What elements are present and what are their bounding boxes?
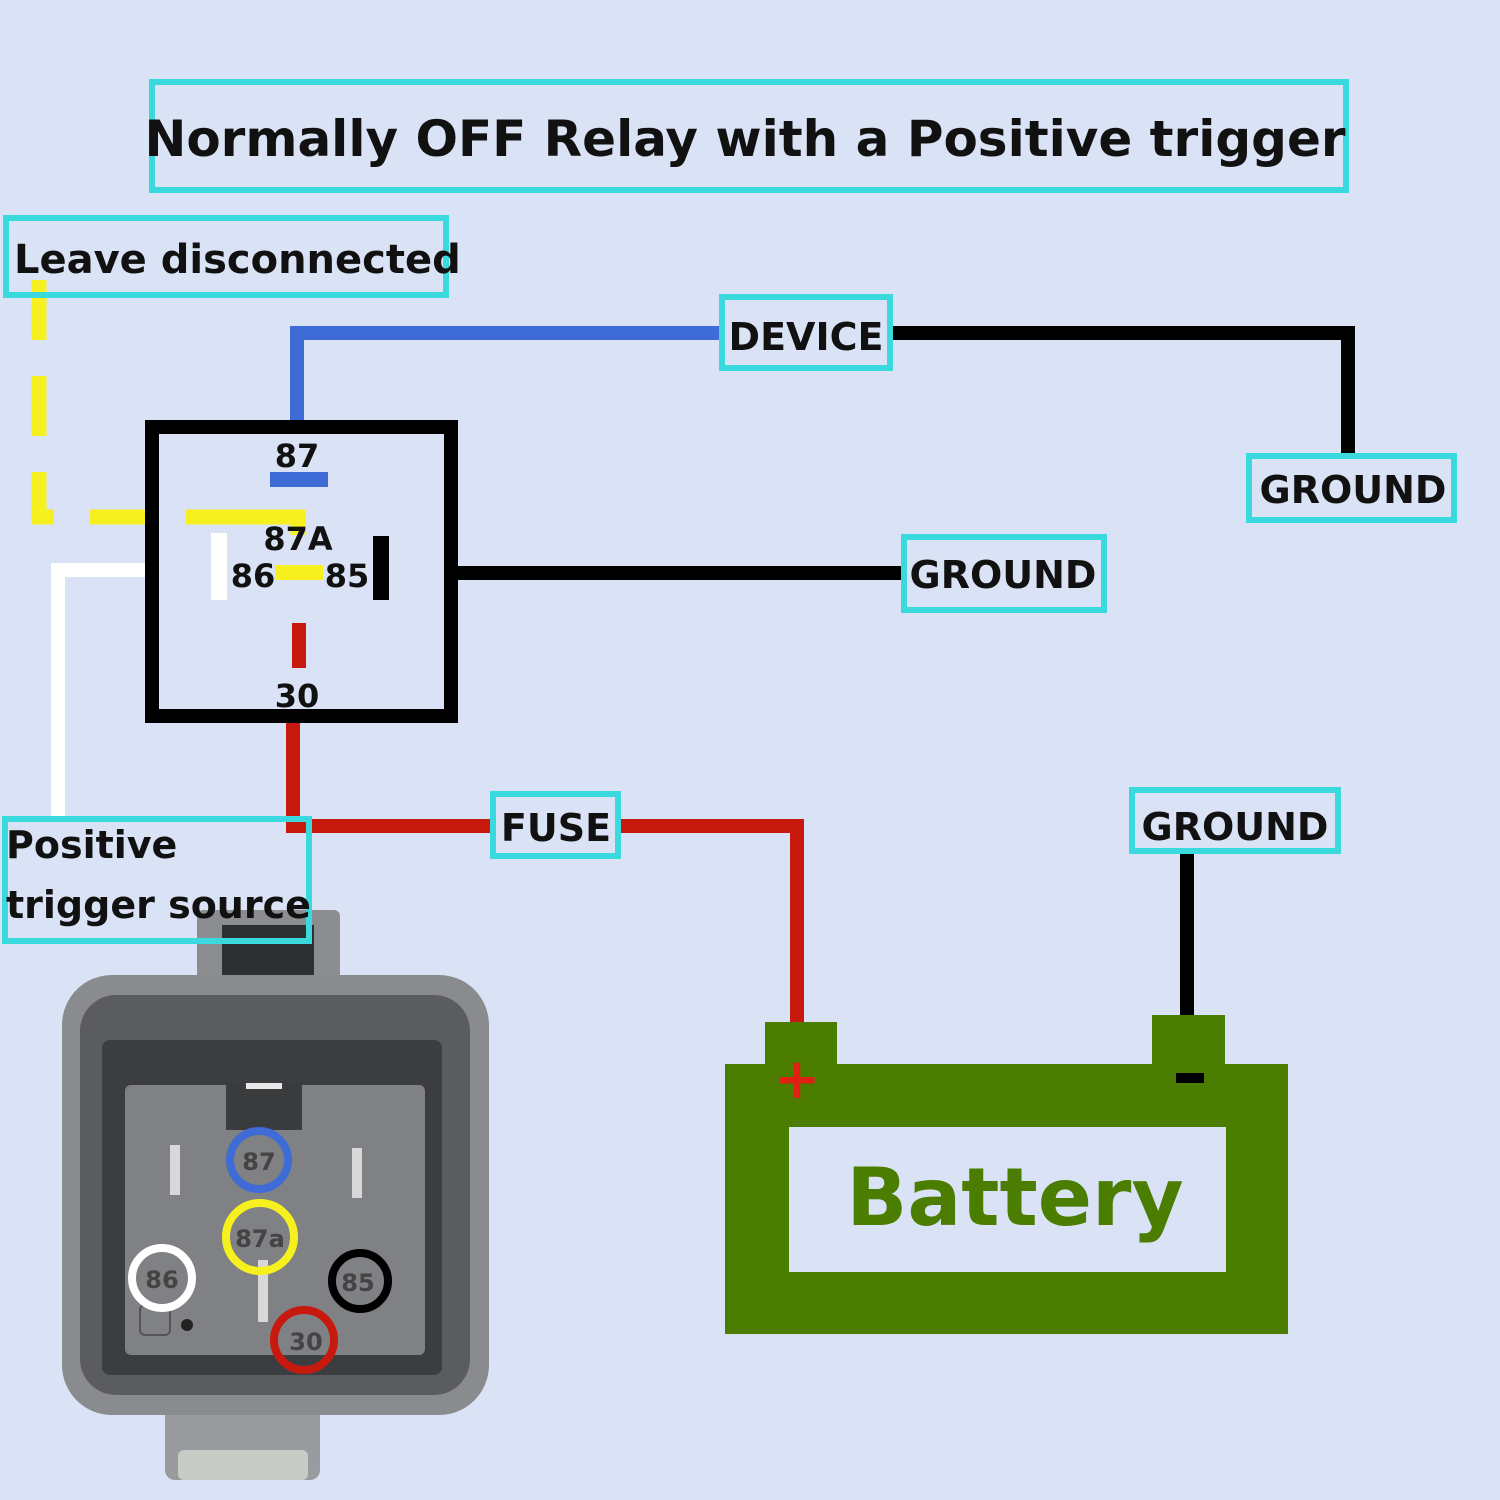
ground-top-box bbox=[1246, 453, 1457, 523]
ground-battery-label: GROUND bbox=[1142, 805, 1329, 849]
ground-middle-box bbox=[901, 534, 1107, 613]
coil-bar bbox=[275, 565, 323, 580]
pin-87-contact bbox=[270, 472, 328, 487]
fuse-label: FUSE bbox=[501, 806, 611, 850]
wire-86-to-trigger bbox=[51, 563, 148, 817]
pin-86-label: 86 bbox=[231, 557, 276, 595]
pin-85-label: 85 bbox=[325, 557, 370, 595]
photo-pin-85-marker bbox=[328, 1249, 392, 1313]
fuse-box bbox=[490, 791, 621, 859]
ground-battery-box bbox=[1129, 787, 1341, 854]
photo-pin-85-label: 85 bbox=[341, 1269, 374, 1297]
wire-fuse-to-battery bbox=[620, 819, 804, 1022]
wire-87-to-device bbox=[290, 326, 720, 420]
title-box bbox=[149, 79, 1349, 193]
photo-pin-86-marker bbox=[128, 1244, 196, 1312]
battery-label: Battery bbox=[846, 1151, 1183, 1244]
leave-disconnected-label: Leave disconnected bbox=[14, 237, 461, 283]
trigger-source-label-line2: trigger source bbox=[6, 883, 311, 927]
pin-86-contact bbox=[211, 533, 227, 600]
battery-symbol bbox=[725, 1015, 1288, 1334]
photo-pin-87-label: 87 bbox=[242, 1148, 275, 1176]
battery-negative-terminal bbox=[1152, 1015, 1225, 1068]
relay-photo bbox=[62, 910, 489, 1480]
relay-symbol bbox=[145, 420, 458, 723]
photo-pin-30-marker bbox=[270, 1306, 338, 1374]
photo-pin-87-marker bbox=[226, 1127, 292, 1193]
pin-30-label: 30 bbox=[275, 677, 320, 715]
pin-87a-label: 87A bbox=[263, 520, 333, 558]
wire-87a-inner bbox=[240, 509, 306, 535]
pin-87-label: 87 bbox=[275, 437, 320, 475]
pin-85-contact bbox=[373, 536, 389, 600]
ground-top-label: GROUND bbox=[1260, 468, 1447, 512]
battery-label-panel bbox=[789, 1127, 1226, 1272]
battery-plus-sign: + bbox=[774, 1047, 821, 1112]
battery-minus-sign bbox=[1176, 1073, 1204, 1083]
battery-positive-terminal bbox=[765, 1022, 837, 1068]
photo-pin-87a-label: 87a bbox=[235, 1225, 285, 1253]
pin-30-contact bbox=[292, 623, 306, 668]
diagram-title: Normally OFF Relay with a Positive trigg… bbox=[144, 110, 1345, 168]
wire-30-to-fuse bbox=[286, 716, 491, 833]
ground-middle-label: GROUND bbox=[910, 553, 1097, 597]
wire-87a-disconnected bbox=[31, 280, 305, 525]
photo-pin-30-label: 30 bbox=[289, 1328, 322, 1356]
photo-pin-87a-marker bbox=[222, 1199, 298, 1275]
device-box bbox=[719, 294, 893, 371]
trigger-source-label-line1: Positive bbox=[6, 823, 177, 867]
trigger-source-box bbox=[2, 816, 312, 944]
photo-pin-86-label: 86 bbox=[145, 1266, 178, 1294]
wire-device-to-ground bbox=[892, 326, 1355, 455]
leave-disconnected-box bbox=[3, 215, 449, 298]
device-label: DEVICE bbox=[729, 315, 884, 359]
